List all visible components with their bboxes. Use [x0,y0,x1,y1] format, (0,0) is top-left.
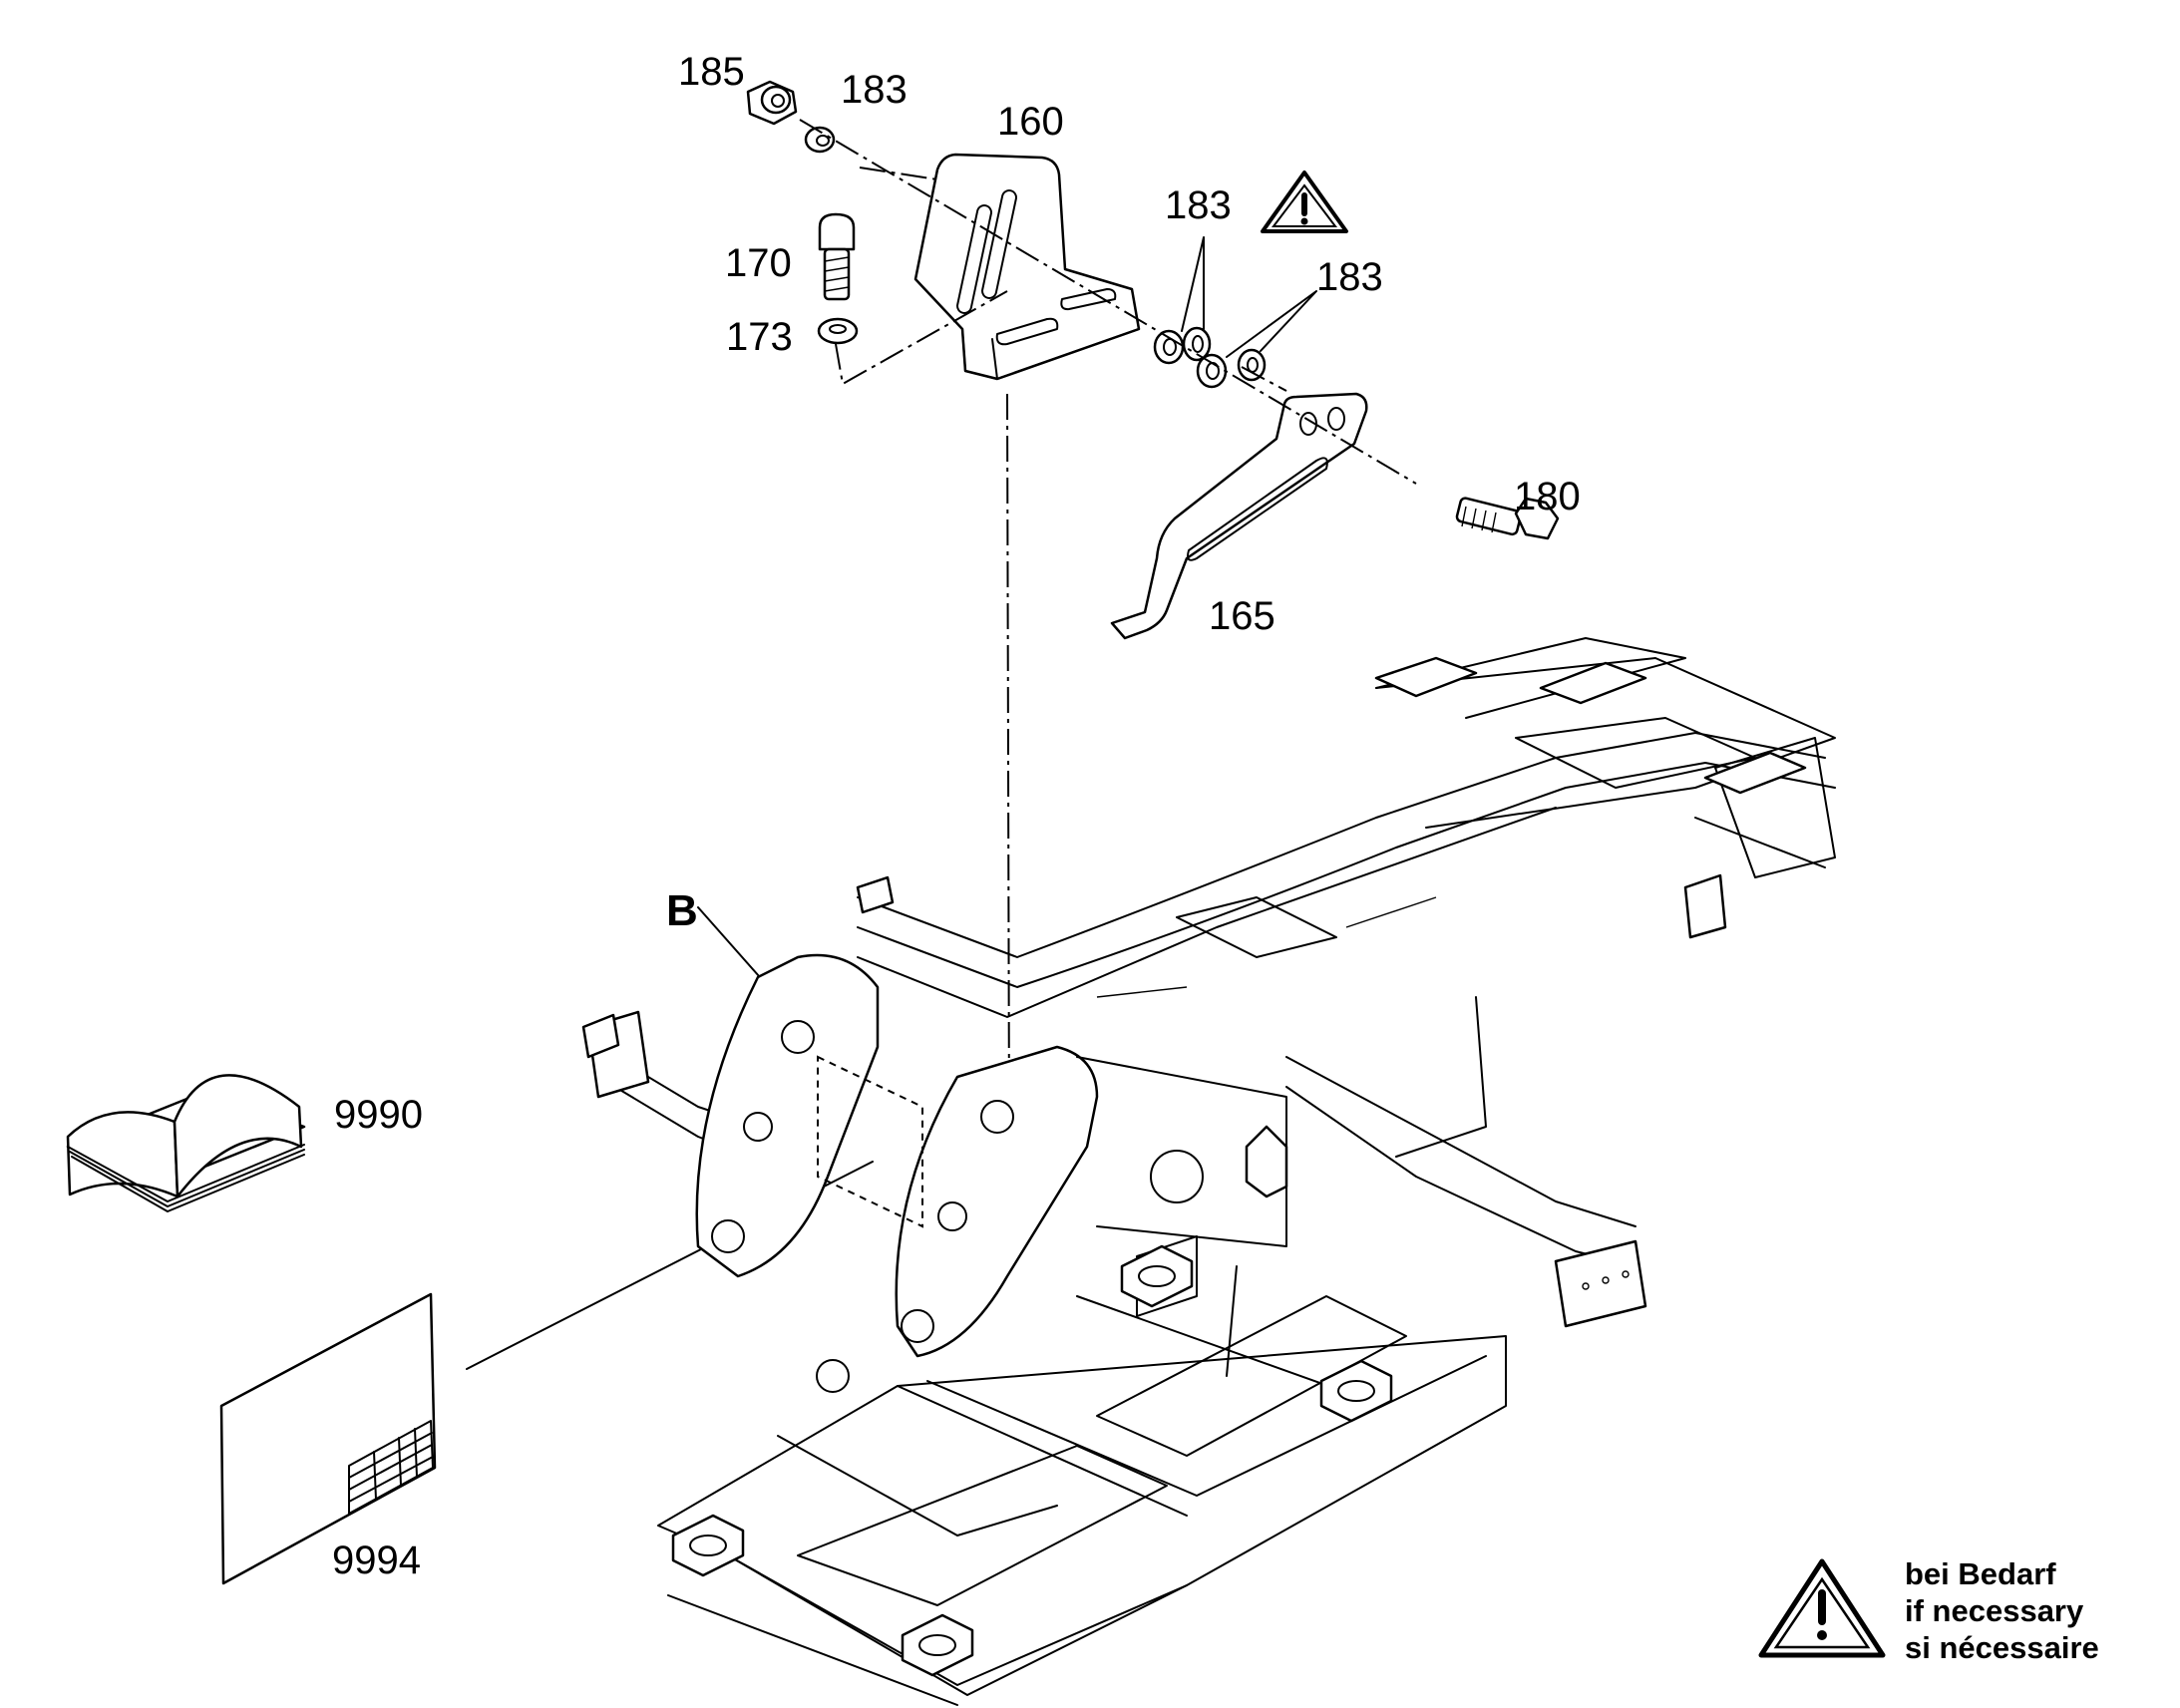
assembly-lines [799,119,1417,1138]
bracket-160 [913,153,1141,381]
label-185: 185 [678,50,745,94]
note-line-en: if necessary [1905,1593,2084,1628]
washer-183-top [804,126,836,154]
manual-book-icon [66,1074,306,1212]
label-detail-b: B [666,886,698,935]
label-170: 170 [725,241,792,285]
warning-triangle-icon [1758,1558,1886,1658]
washers-183-group [1153,326,1267,389]
washer-173 [817,317,859,345]
if-necessary-note: bei Bedarf if necessary si nécessaire [1905,1555,2099,1666]
corner-pads [671,1244,1393,1677]
frame-drawing [581,637,1836,1706]
label-183-mid: 183 [1165,183,1232,227]
nut-185 [746,80,798,126]
label-9990: 9990 [334,1093,423,1137]
bracket-165 [1110,392,1368,640]
label-183-right: 183 [1316,255,1383,299]
drawing-sheet-icon [219,1292,437,1585]
label-183-top: 183 [841,68,908,112]
label-173: 173 [726,315,793,359]
label-9994: 9994 [332,1538,421,1582]
bolt-170 [818,212,856,301]
label-160: 160 [997,100,1064,144]
bolt-180 [1455,497,1560,540]
warning-triangle-icon [1261,171,1348,233]
label-180: 180 [1514,475,1581,518]
note-line-fr: si nécessaire [1905,1630,2099,1665]
label-165: 165 [1209,594,1275,638]
note-line-de: bei Bedarf [1905,1556,2056,1591]
